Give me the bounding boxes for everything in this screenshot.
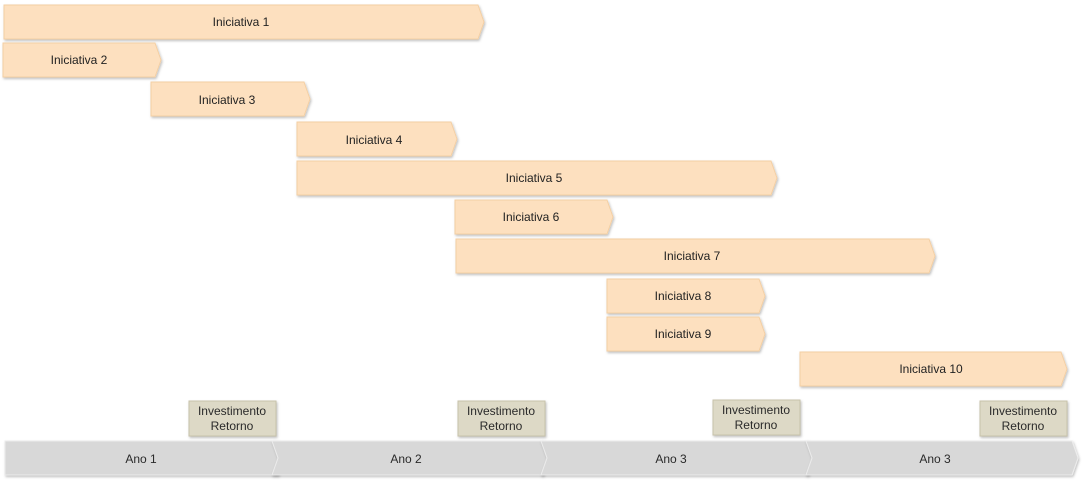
initiative-bar-3-shape xyxy=(150,81,311,117)
initiative-bar-1: Iniciativa 1 xyxy=(3,4,485,40)
milestones-group: Investimento Retorno Investimento Retorn… xyxy=(188,399,1068,437)
initiative-bar-7-label: Iniciativa 7 xyxy=(664,249,721,263)
initiative-bar-3: Iniciativa 3 xyxy=(150,81,311,117)
initiative-bar-6: Iniciativa 6 xyxy=(454,199,614,235)
initiative-bar-10-label: Iniciativa 10 xyxy=(899,362,963,376)
year-segment-2-label: Ano 2 xyxy=(390,452,422,466)
initiative-bar-9: Iniciativa 9 xyxy=(606,316,766,352)
initiatives-group: Iniciativa 1 Iniciativa 2 Iniciativa 3 I… xyxy=(2,4,1068,387)
initiative-bar-10-shape xyxy=(799,351,1068,387)
milestone-box-2: Investimento Retorno xyxy=(457,400,546,437)
milestone-box-4-line1: Investimento xyxy=(989,404,1057,418)
milestone-box-4: Investimento Retorno xyxy=(979,400,1068,437)
initiative-bar-2-label: Iniciativa 2 xyxy=(51,53,108,67)
year-timeline: Ano 1 Ano 2 Ano 3 Ano 3 xyxy=(4,440,1079,476)
year-segment-2: Ano 2 xyxy=(271,440,550,476)
initiative-bar-3-label: Iniciativa 3 xyxy=(199,93,256,107)
milestone-box-1-shape xyxy=(188,400,277,437)
milestone-box-2-shape xyxy=(457,400,546,437)
initiative-bar-1-shape xyxy=(3,4,485,40)
milestone-box-3: Investimento Retorno xyxy=(712,399,801,436)
year-segment-4-label: Ano 3 xyxy=(919,452,951,466)
year-segment-4-shape xyxy=(805,440,1079,476)
year-segment-3-label: Ano 3 xyxy=(655,452,687,466)
initiative-bar-2: Iniciativa 2 xyxy=(2,42,162,78)
year-segment-1-label: Ano 1 xyxy=(125,452,157,466)
year-segment-4: Ano 3 xyxy=(805,440,1079,476)
milestone-box-1-line1: Investimento xyxy=(198,404,266,418)
initiative-bar-5: Iniciativa 5 xyxy=(296,160,778,196)
milestone-box-2-line1: Investimento xyxy=(467,404,535,418)
initiative-bar-5-shape xyxy=(296,160,778,196)
milestone-box-3-line1: Investimento xyxy=(722,403,790,417)
milestone-box-2-line2: Retorno xyxy=(480,419,523,433)
initiative-bar-6-label: Iniciativa 6 xyxy=(503,210,560,224)
milestone-box-4-shape xyxy=(979,400,1068,437)
initiative-bar-7: Iniciativa 7 xyxy=(455,238,936,274)
initiative-bar-8-shape xyxy=(606,278,766,314)
milestone-box-3-shape xyxy=(712,399,801,436)
initiative-bar-8: Iniciativa 8 xyxy=(606,278,766,314)
milestone-box-1: Investimento Retorno xyxy=(188,400,277,437)
initiative-bar-9-label: Iniciativa 9 xyxy=(655,327,712,341)
initiative-bar-7-shape xyxy=(455,238,936,274)
initiative-bar-4: Iniciativa 4 xyxy=(296,121,458,157)
initiative-bar-10: Iniciativa 10 xyxy=(799,351,1068,387)
initiative-bar-2-shape xyxy=(2,42,162,78)
milestone-box-3-line2: Retorno xyxy=(735,418,778,432)
initiative-bar-8-label: Iniciativa 8 xyxy=(655,289,712,303)
milestone-box-1-line2: Retorno xyxy=(211,419,254,433)
initiative-bar-5-label: Iniciativa 5 xyxy=(506,171,563,185)
milestone-box-4-line2: Retorno xyxy=(1002,419,1045,433)
year-segment-1: Ano 1 xyxy=(4,440,285,476)
initiative-bar-9-shape xyxy=(606,316,766,352)
initiative-bar-6-shape xyxy=(454,199,614,235)
initiative-bar-4-shape xyxy=(296,121,458,157)
year-segment-3: Ano 3 xyxy=(540,440,815,476)
initiative-bar-4-label: Iniciativa 4 xyxy=(346,133,403,147)
initiative-bar-1-label: Iniciativa 1 xyxy=(213,15,270,29)
